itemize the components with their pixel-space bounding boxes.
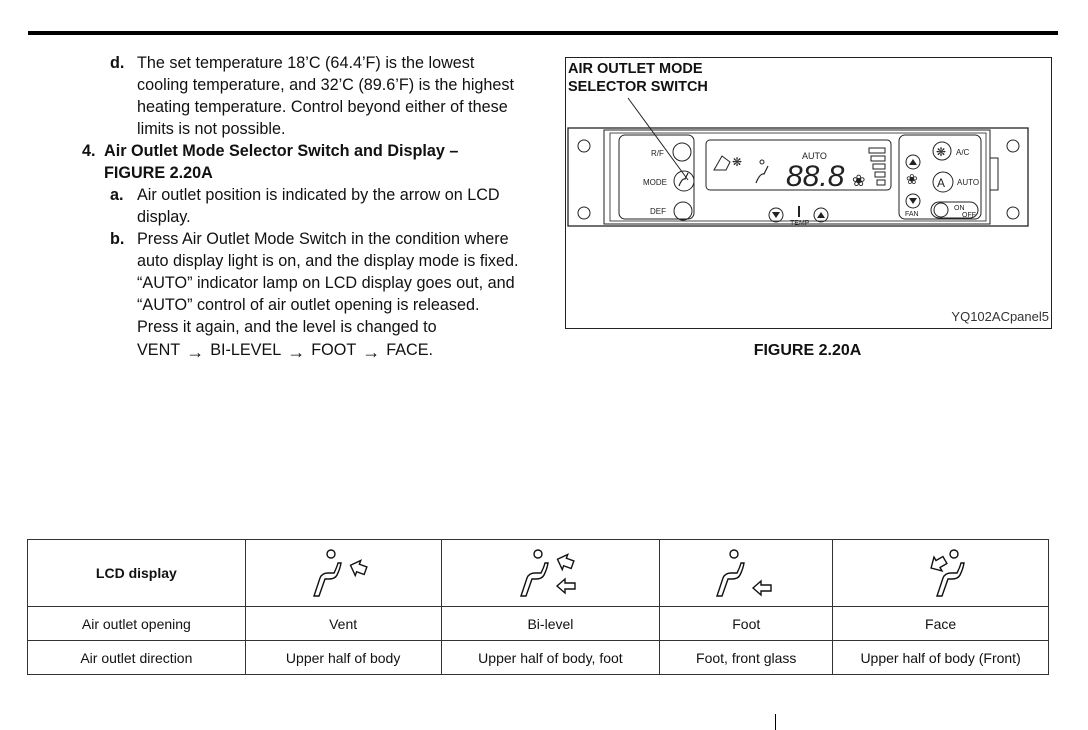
- callout-line2: SELECTOR SWITCH: [568, 79, 708, 95]
- item-a: a. Air outlet position is indicated by t…: [82, 184, 522, 228]
- temp-label: TEMP: [790, 220, 810, 227]
- table-header-cell: LCD display: [27, 539, 246, 607]
- control-panel-illustration: R/F MODE DEF AUTO 88.8 ❋ ❀ TEMP: [567, 97, 1029, 227]
- arrow-right-icon: →: [186, 342, 205, 362]
- lcd-auto-label: AUTO: [802, 151, 827, 161]
- arrow-right-icon: →: [362, 342, 381, 362]
- off-label: OFF: [962, 212, 976, 219]
- item-b-text2: Press it again, and the level is changed…: [137, 318, 437, 336]
- lcd-digits: 88.8: [786, 160, 845, 193]
- def-label: DEF: [650, 207, 666, 216]
- seq-bi-level: BI-LEVEL: [210, 341, 282, 359]
- item-a-label: a.: [110, 186, 124, 204]
- figure-image-id: YQ102ACpanel5: [951, 309, 1049, 324]
- figure-caption: FIGURE 2.20A: [753, 342, 862, 359]
- mode-button[interactable]: [673, 170, 695, 192]
- callout-line1: AIR OUTLET MODE: [568, 61, 703, 77]
- svg-text:❀: ❀: [852, 173, 865, 190]
- item-d: d. The set temperature 18’C (64.4’F) is …: [82, 52, 522, 140]
- rf-label: R/F: [651, 149, 664, 158]
- ac-label: A/C: [956, 148, 970, 157]
- body-text: d. The set temperature 18’C (64.4’F) is …: [82, 52, 522, 362]
- svg-text:A: A: [937, 176, 945, 190]
- bi-level-mode-icon: [440, 539, 661, 607]
- item-d-text: The set temperature 18’C (64.4’F) is the…: [137, 54, 515, 138]
- mode-sequence: VENT → BI-LEVEL → FOOT → FACE.: [137, 338, 522, 362]
- item-b: b. Press Air Outlet Mode Switch in the c…: [82, 228, 522, 362]
- seq-face: FACE.: [386, 341, 434, 359]
- seq-foot: FOOT: [311, 341, 357, 359]
- item-b-text: Press Air Outlet Mode Switch in the cond…: [137, 230, 519, 314]
- svg-text:❋: ❋: [732, 155, 742, 169]
- top-rule: [28, 31, 1058, 35]
- item-a-text: Air outlet position is indicated by the …: [137, 186, 500, 226]
- on-label: ON: [954, 205, 965, 212]
- item-d-label: d.: [110, 54, 125, 72]
- table-cell: Face: [832, 606, 1049, 641]
- auto-label: AUTO: [957, 178, 979, 187]
- table-cell: Upper half of body, foot: [440, 640, 661, 675]
- table-row: Air outlet direction Upper half of body …: [27, 640, 1049, 675]
- table-header-row: LCD display: [27, 539, 1049, 607]
- row-label-opening: Air outlet opening: [27, 606, 246, 641]
- table-cell: Bi-level: [440, 606, 661, 641]
- item-b-label: b.: [110, 230, 125, 248]
- table-cell: Foot, front glass: [659, 640, 834, 675]
- svg-text:❀: ❀: [906, 171, 918, 187]
- table-row: Air outlet opening Vent Bi-level Foot Fa…: [27, 606, 1049, 641]
- section-4-number: 4.: [82, 142, 96, 160]
- section-4-heading: 4. Air Outlet Mode Selector Switch and D…: [82, 140, 522, 184]
- arrow-right-icon: →: [287, 342, 306, 362]
- seq-vent: VENT: [137, 341, 181, 359]
- figure-callout: AIR OUTLET MODE SELECTOR SWITCH: [568, 60, 708, 96]
- svg-text:❋: ❋: [936, 145, 946, 159]
- table-cell: Foot: [659, 606, 834, 641]
- fan-label: FAN: [905, 211, 919, 218]
- table-cell: Upper half of body: [244, 640, 442, 675]
- row-label-direction: Air outlet direction: [27, 640, 246, 675]
- figure-2-20a: R/F MODE DEF AUTO 88.8 ❋ ❀ TEMP: [565, 57, 1052, 329]
- table-cell: Vent: [244, 606, 442, 641]
- foot-mode-icon: [659, 539, 834, 607]
- face-mode-icon: [832, 539, 1049, 607]
- lcd-display-table: LCD display Air outlet opening Vent Bi-l…: [27, 539, 1049, 675]
- vent-mode-icon: [244, 539, 442, 607]
- page-marker: [775, 714, 776, 730]
- mode-label: MODE: [643, 178, 667, 187]
- section-4-title: Air Outlet Mode Selector Switch and Disp…: [104, 142, 459, 182]
- table-cell: Upper half of body (Front): [832, 640, 1049, 675]
